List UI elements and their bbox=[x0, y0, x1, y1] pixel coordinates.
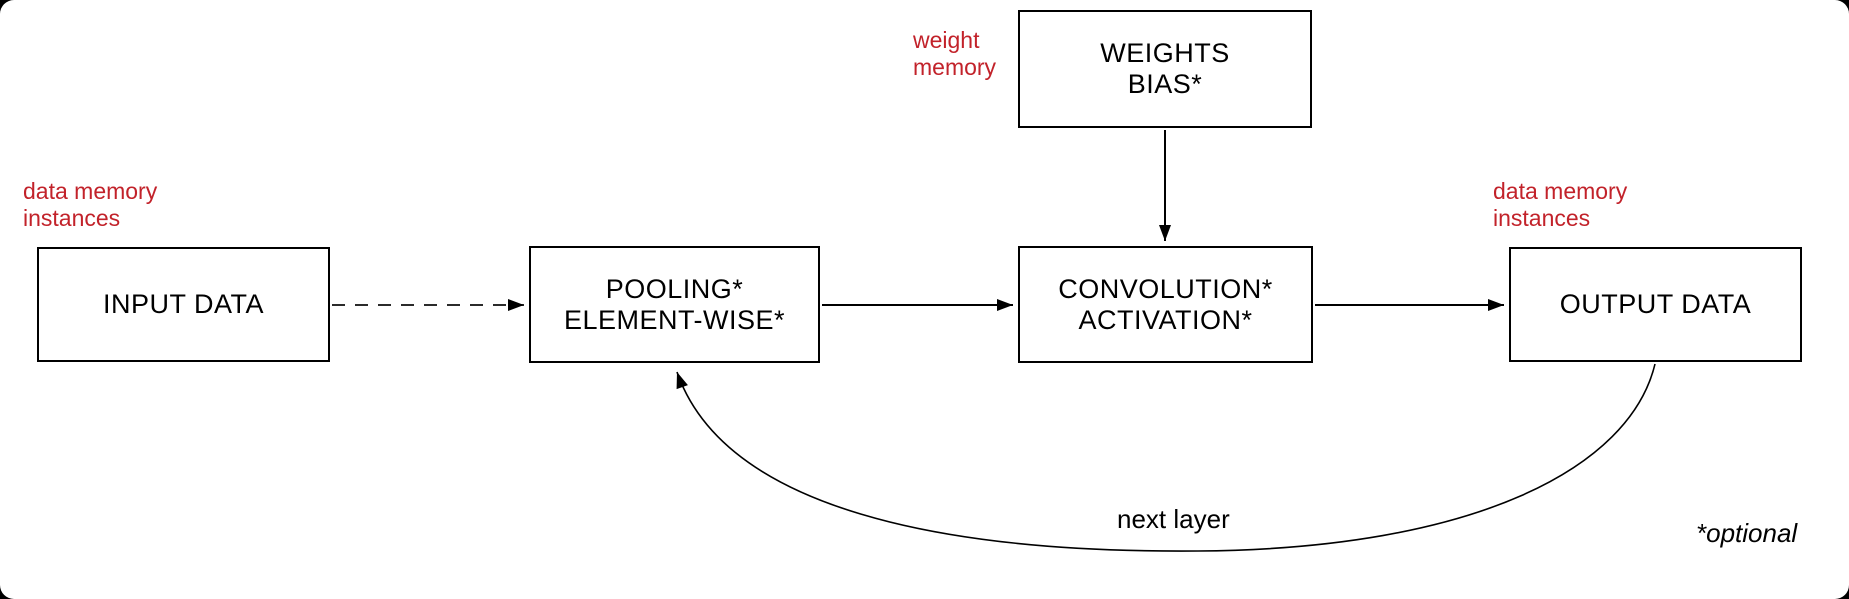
weights-bias-label: WEIGHTS BIAS* bbox=[1100, 38, 1230, 99]
arrow-output-to-pooling-next-layer bbox=[676, 363, 1656, 552]
pooling-elementwise-box: POOLING* ELEMENT-WISE* bbox=[529, 246, 820, 363]
optional-footnote: *optional bbox=[1696, 518, 1798, 548]
output-data-box: OUTPUT DATA bbox=[1509, 247, 1802, 362]
pooling-elementwise-label: POOLING* ELEMENT-WISE* bbox=[563, 273, 786, 335]
convolution-activation-box: CONVOLUTION* ACTIVATION* bbox=[1018, 246, 1313, 363]
next-layer-label: next layer bbox=[1117, 504, 1230, 534]
output-data-label: OUTPUT DATA bbox=[1559, 289, 1752, 319]
input-data-box: INPUT DATA bbox=[37, 247, 330, 362]
weights-bias-box: WEIGHTS BIAS* bbox=[1018, 10, 1312, 128]
input-data-label: INPUT DATA bbox=[102, 289, 264, 319]
data-memory-instances-left-annotation: data memory instances bbox=[23, 178, 158, 231]
data-memory-instances-right-annotation: data memory instances bbox=[1493, 178, 1628, 231]
convolution-activation-label: CONVOLUTION* ACTIVATION* bbox=[1058, 273, 1273, 335]
weight-memory-annotation: weight memory bbox=[913, 27, 997, 80]
